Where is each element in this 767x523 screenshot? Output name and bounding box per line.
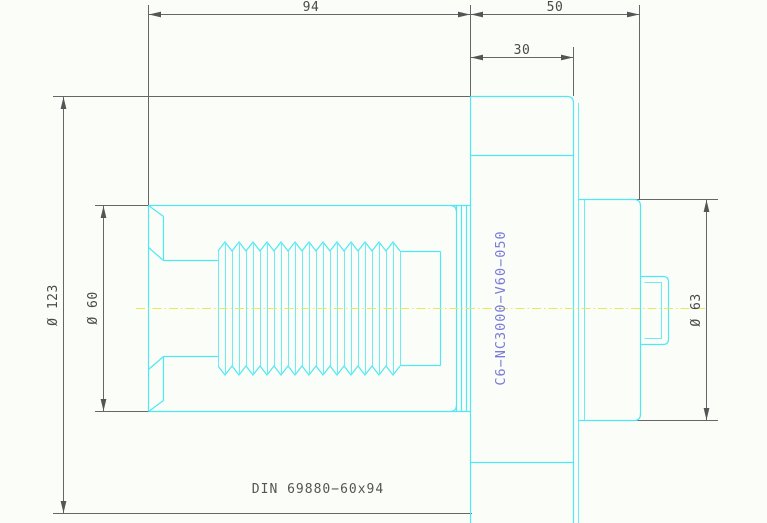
part-labels: C6−NC3000−V60−050 DIN 69880−60x94	[252, 230, 509, 497]
arrow-30-right	[561, 54, 573, 61]
arrow-94-left	[149, 11, 161, 18]
flange-block	[469, 95, 579, 523]
collar-fillet-top	[450, 204, 458, 212]
dim-text-94: 94	[303, 0, 320, 15]
dim-text-dia60: Ø 60	[86, 291, 101, 324]
shank-chamfer-top-edge	[148, 205, 164, 217]
dimension-texts: 94 50 30 Ø 123 Ø 60 Ø 63	[46, 0, 704, 327]
dimension-lines	[60, 11, 710, 514]
rear-boss	[640, 275, 670, 346]
arrow-dia123-top	[60, 97, 67, 109]
arrow-dia63-top	[703, 200, 710, 212]
shank-chamfer-top-inner	[148, 247, 164, 261]
arrow-dia63-bottom	[703, 408, 710, 420]
dim-text-dia123: Ø 123	[46, 284, 61, 326]
collar-fillet-bottom	[450, 405, 458, 413]
arrow-dia60-top	[100, 206, 107, 218]
rear-boss-inner	[644, 282, 662, 339]
rear-boss-outer	[640, 275, 670, 346]
arrow-30-left	[471, 54, 483, 61]
dim-text-dia63: Ø 63	[689, 293, 704, 326]
shank-chamfer-bot-edge	[148, 400, 164, 412]
arrow-94-right	[458, 11, 470, 18]
arrow-50-left	[471, 11, 483, 18]
dim-text-50: 50	[547, 0, 564, 15]
standard-label: DIN 69880−60x94	[252, 482, 384, 497]
arrow-dia60-bottom	[100, 399, 107, 411]
shank-chamfer-bot-inner	[148, 356, 164, 370]
shank-body	[147, 204, 471, 413]
extension-lines	[53, 5, 718, 514]
arrow-50-right	[627, 11, 639, 18]
flange-outline	[470, 95, 575, 523]
arrow-dia123-bottom	[60, 501, 67, 513]
part-geometry	[136, 95, 705, 523]
dim-text-30: 30	[514, 43, 531, 58]
rear-block	[578, 198, 642, 422]
rear-block-outline	[578, 198, 642, 422]
part-number-label: C6−NC3000−V60−050	[493, 230, 509, 385]
